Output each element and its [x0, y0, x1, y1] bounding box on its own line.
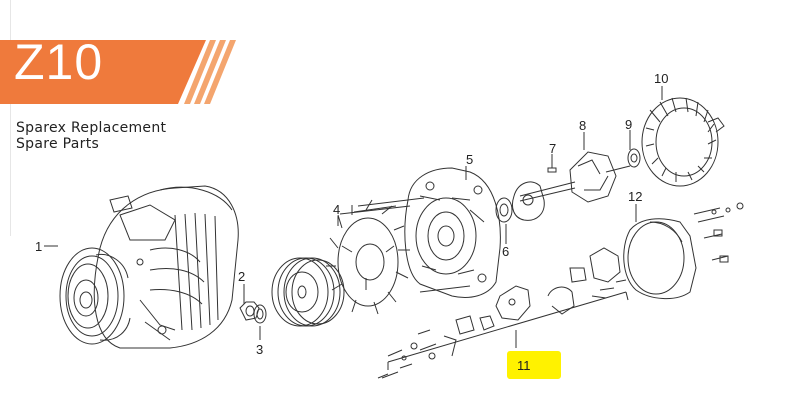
part-drive-end-housing	[357, 167, 501, 298]
part-alternator-assembly	[59, 185, 239, 349]
banner-shape	[0, 40, 236, 104]
part-fan	[326, 199, 410, 315]
subtitle-line-1: Sparex Replacement	[16, 120, 167, 136]
callout-4: 4	[333, 202, 340, 217]
callout-11: 11	[517, 358, 531, 373]
part-retainer-plate	[511, 181, 545, 221]
part-cover-hardware	[693, 202, 744, 263]
callout-1: 1	[35, 239, 42, 254]
callout-9: 9	[625, 117, 632, 132]
highlight-11	[507, 351, 561, 379]
part-rear-cover	[623, 218, 697, 299]
callout-3: 3	[256, 342, 263, 357]
model-title: Z10	[14, 34, 104, 90]
callout-7: 7	[549, 141, 556, 156]
callout-8: 8	[579, 118, 586, 133]
subtitle: Sparex Replacement Spare Parts	[16, 120, 166, 152]
title-banner	[0, 40, 240, 104]
part-pulley	[271, 257, 345, 327]
callout-2: 2	[238, 269, 245, 284]
callout-12: 12	[628, 189, 642, 204]
part-key	[547, 167, 557, 173]
callout-5: 5	[466, 152, 473, 167]
part-washer	[253, 304, 267, 324]
part-stator	[641, 97, 725, 187]
part-bolt-upper	[339, 205, 411, 215]
part-nut	[239, 301, 260, 321]
callout-6: 6	[502, 244, 509, 259]
part-bearing-rear	[627, 148, 641, 168]
part-bearing-front	[495, 197, 513, 223]
rectifier-bracket-line	[387, 291, 627, 363]
page-edge	[0, 0, 11, 236]
callout-10: 10	[654, 71, 668, 86]
part-rectifier-assembly	[377, 247, 627, 379]
part-rotor	[519, 151, 631, 203]
subtitle-line-2: Spare Parts	[16, 136, 100, 152]
